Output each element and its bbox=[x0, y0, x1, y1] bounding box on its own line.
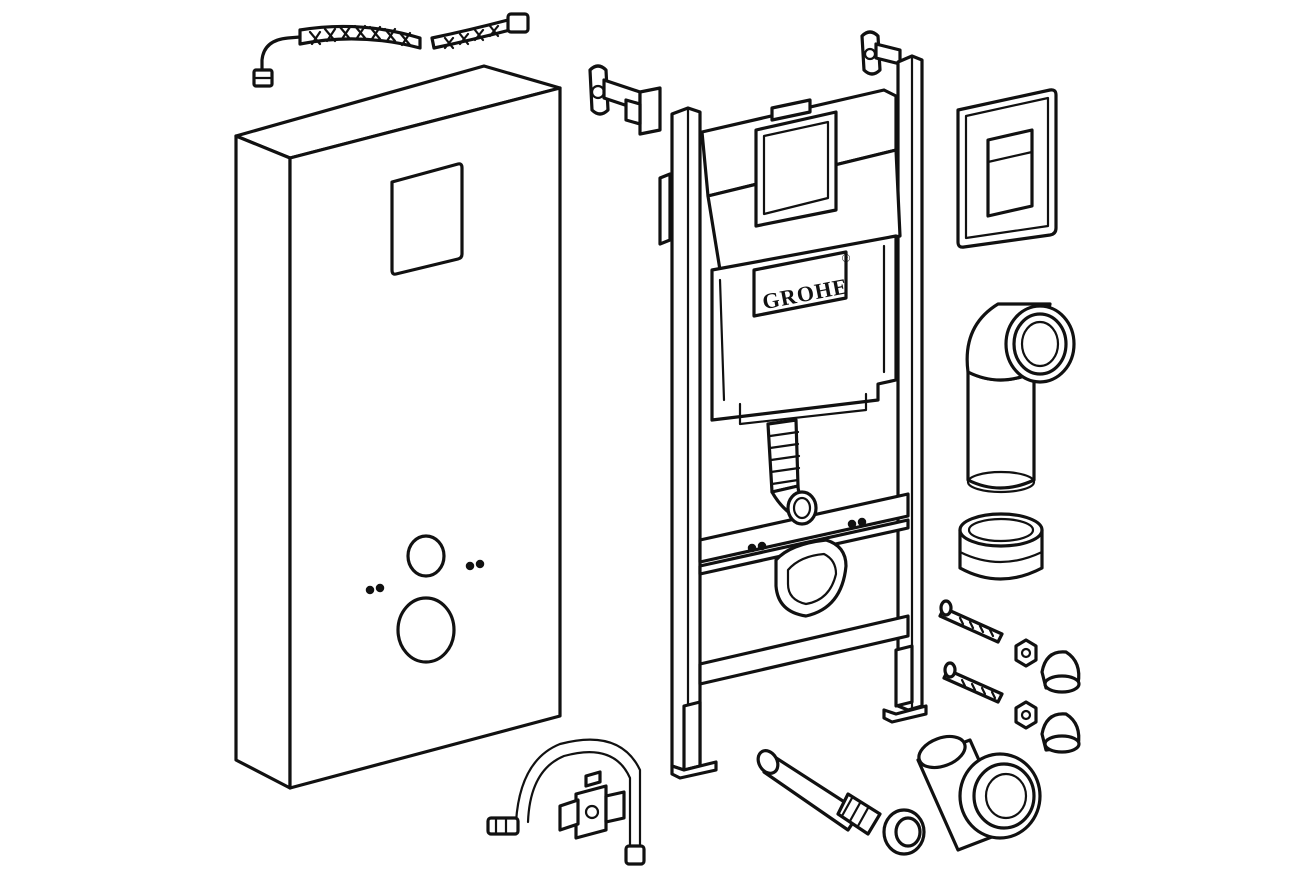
angle-valve bbox=[558, 770, 626, 840]
concealed-cistern: GROHE ® bbox=[700, 88, 902, 526]
waste-cutout bbox=[396, 596, 456, 664]
flush-plate bbox=[956, 88, 1058, 249]
wall-anchor-brackets bbox=[588, 30, 902, 136]
braided-supply-hose-top bbox=[252, 12, 530, 88]
connector-sleeve bbox=[958, 512, 1044, 581]
rubber-seal bbox=[882, 808, 926, 856]
installation-frame bbox=[658, 54, 928, 780]
flexible-supply-hose bbox=[486, 738, 646, 866]
straight-pan-connector bbox=[916, 734, 1042, 852]
grohe-logo-plate bbox=[752, 250, 848, 318]
registered-mark: ® bbox=[842, 253, 850, 265]
supply-cutout-top bbox=[406, 534, 446, 578]
flush-pipe bbox=[756, 749, 882, 836]
flush-plate-cutout bbox=[390, 162, 464, 276]
decorative-wall-panel bbox=[234, 64, 562, 790]
mounting-bolts bbox=[938, 599, 1004, 704]
pan-connector-elbow bbox=[965, 302, 1076, 494]
hex-nuts bbox=[1014, 638, 1038, 730]
cap-nuts bbox=[1040, 650, 1081, 754]
